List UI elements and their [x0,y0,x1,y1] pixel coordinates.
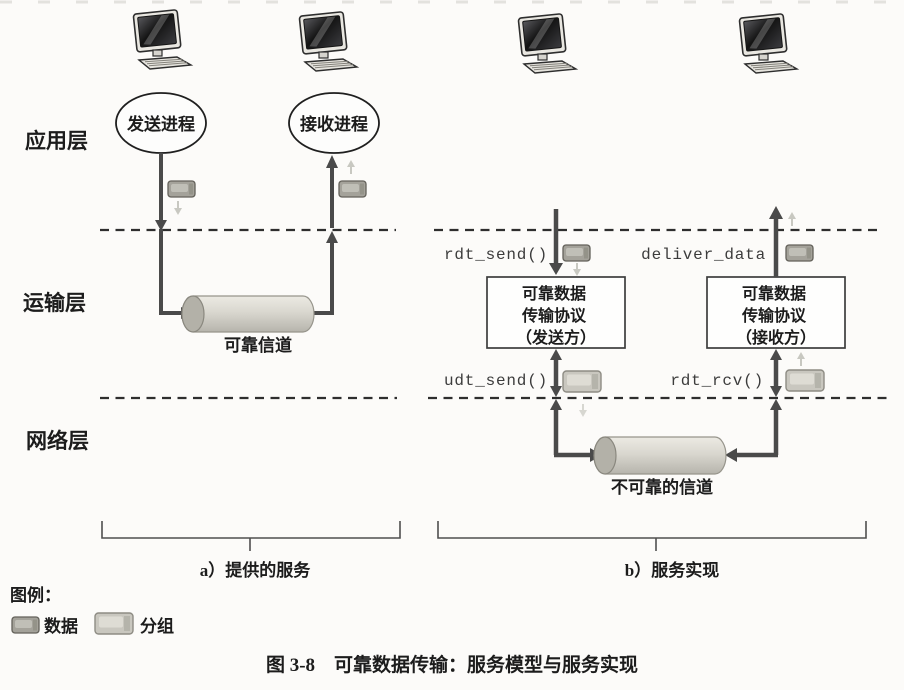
computer-icon [517,12,577,74]
rdt-rcv-arrow [770,349,782,397]
legend-data-label: 数据 [44,616,78,636]
udt-send-arrow [550,349,562,397]
ghost-down-arrow-icon [573,263,581,276]
packet-chip-icon [562,370,602,393]
panel-a-bracket [101,521,401,551]
ghost-up-arrow-icon [797,352,805,366]
legend-packet-label: 分组 [140,616,174,636]
computer-icon [738,12,798,74]
application-layer-label: 应用层 [25,129,88,153]
ghost-up-arrow-icon [788,212,796,226]
transport-layer-label: 运输层 [23,291,86,315]
figure-caption: 图 3-8 可靠数据传输：服务模型与服务实现 [266,653,638,676]
sending-process-label: 发送进程 [126,114,195,134]
unreliable-channel-label: 不可靠的信道 [611,477,713,497]
computer-icon [132,8,192,70]
rdt-rcv-call-label: rdt_rcv() [670,372,764,390]
unreliable-channel-cylinder [593,436,727,475]
receiving-process-label: 接收进程 [300,114,368,134]
rdt-sender-box-label: 可靠数据 传输协议 （发送方） [516,284,596,347]
ghost-up-arrow-icon [347,160,355,174]
receiving-process-oval [288,92,380,154]
packet-chip-icon [94,612,134,635]
reliable-channel-label: 可靠信道 [224,335,292,355]
deliver-data-arrow [769,206,783,277]
data-chip-icon [11,616,40,634]
ghost-down-arrow-icon [579,404,587,417]
reliable-channel-cylinder [181,295,315,333]
layer-boundary-dashed-lines [100,228,893,400]
panel-a-label: a）提供的服务 [200,560,311,580]
channel-to-receiver-arrow [725,399,782,462]
rdt-receiver-box-label: 可靠数据 传输协议 （接收方） [736,284,816,347]
packet-chip-icon [785,369,825,392]
deliver-data-call-label: deliver_data [641,246,766,264]
computer-icon [298,10,358,72]
udt-send-call-label: udt_send() [444,372,548,390]
data-chip-icon [785,244,814,262]
data-chip-icon [338,180,367,198]
network-layer-label: 网络层 [26,429,89,453]
receive-up-arrow [305,155,338,315]
rdt-send-call-label: rdt_send() [444,246,548,264]
rdt-send-arrow [549,209,563,275]
panel-b-bracket [437,521,867,551]
panel-b-label: b）服务实现 [625,560,719,580]
data-chip-icon [562,244,591,262]
rdt-receiver-box [706,276,846,349]
data-chip-icon [167,180,196,198]
send-down-arrow [155,153,193,319]
ghost-down-arrow-icon [174,201,182,215]
rdt-sender-box [486,276,626,349]
legend-title: 图例： [10,585,61,605]
